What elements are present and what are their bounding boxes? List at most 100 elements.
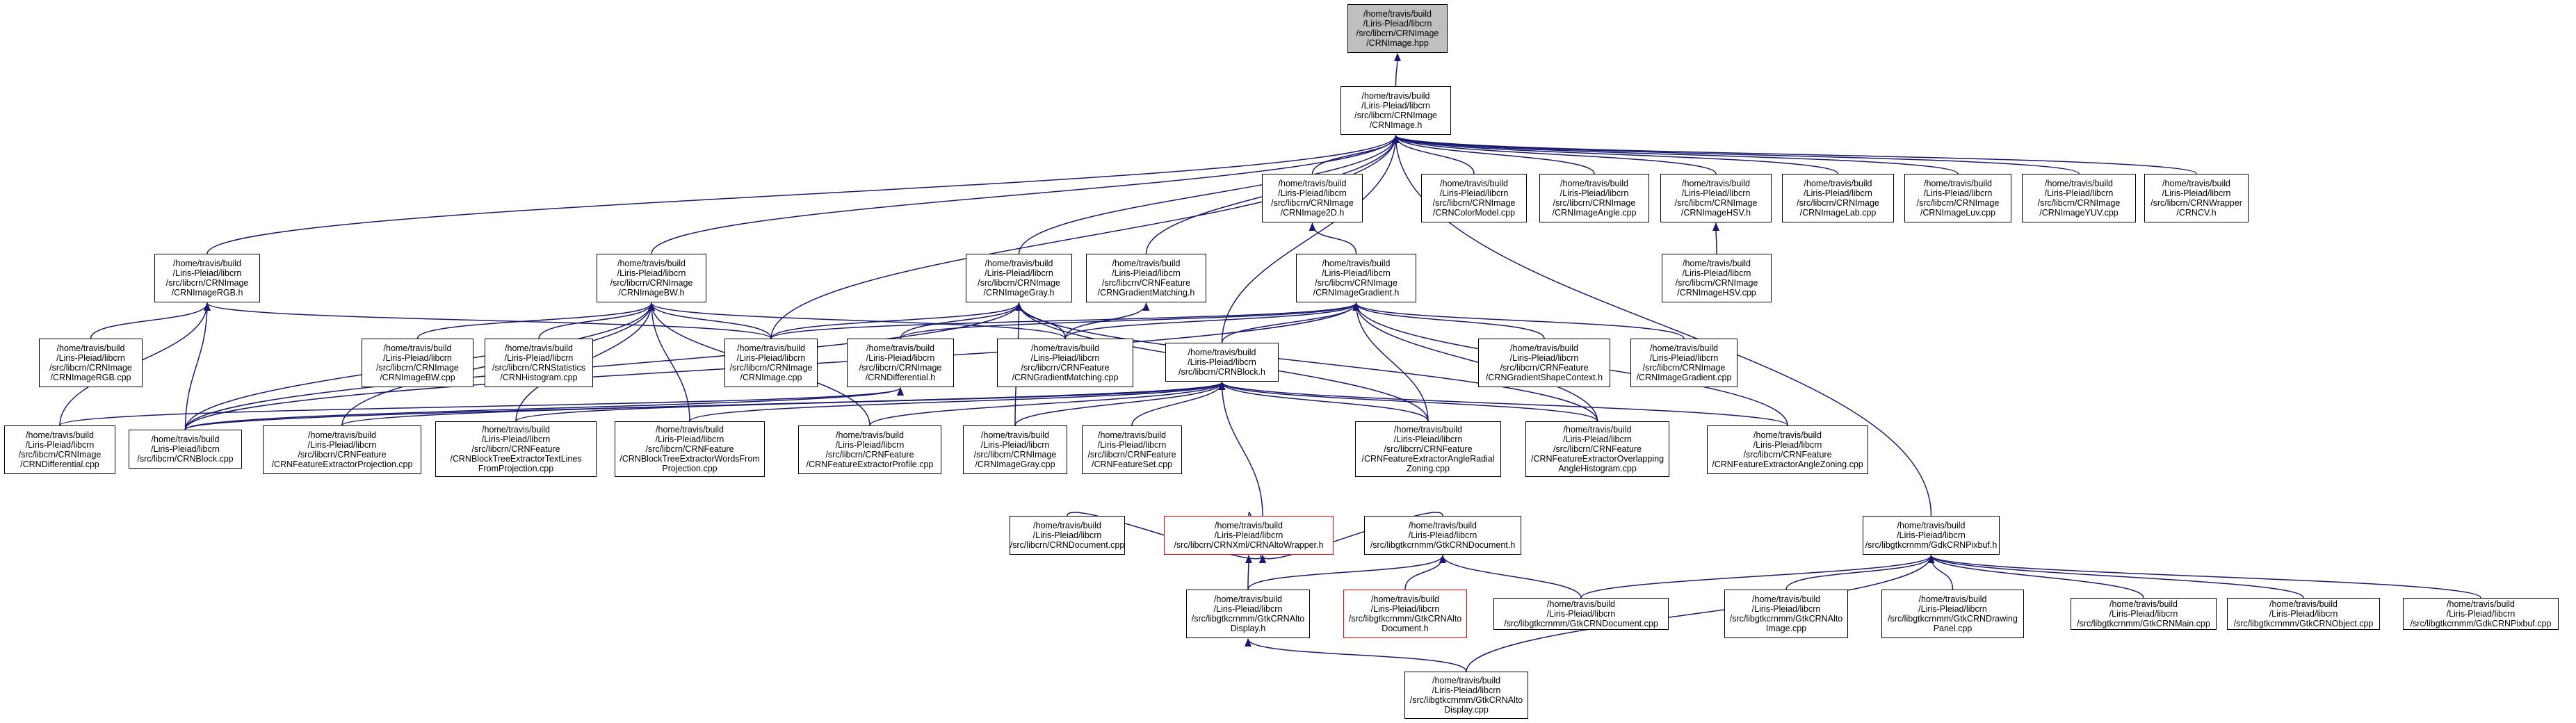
node-luv[interactable]: /home/travis/build/Liris-Pleiad/libcrn/s… xyxy=(1904,174,2011,222)
edge-imagecpp-to-rgbh xyxy=(204,302,772,339)
node-label-line: /src/libcrn/CRNImage xyxy=(2037,198,2121,208)
node-anglezoning[interactable]: /home/travis/build/Liris-Pleiad/libcrn/s… xyxy=(1707,425,1868,474)
node-label-line: /Liris-Pleiad/libcrn xyxy=(655,434,724,444)
node-label-line: /CRNFeatureExtractorAngleZoning.cpp xyxy=(1712,460,1863,469)
node-pixbufcpp[interactable]: /home/travis/build/Liris-Pleiad/libcrn/s… xyxy=(2403,598,2559,630)
node-label-line: /src/libcrn/CRNImage xyxy=(1797,198,1879,208)
node-blockcpp[interactable]: /home/travis/build/Liris-Pleiad/libcrn/s… xyxy=(129,430,242,469)
edge-blockcpp-to-grayh xyxy=(184,302,1023,430)
node-label-line: /src/libcrn/CRNImage xyxy=(1674,198,1758,208)
node-h[interactable]: /home/travis/build/Liris-Pleiad/libcrn/s… xyxy=(1340,86,1451,135)
node-radial[interactable]: /home/travis/build/Liris-Pleiad/libcrn/s… xyxy=(1355,421,1501,477)
node-textlines[interactable]: /home/travis/build/Liris-Pleiad/libcrn/s… xyxy=(435,421,597,477)
node-altodisph[interactable]: /home/travis/build/Liris-Pleiad/libcrn/s… xyxy=(1186,590,1310,638)
node-label-line: FromProjection.cpp xyxy=(478,464,554,473)
node-label-line: /src/libcrn/CRNImage xyxy=(165,278,249,288)
node-doccpp[interactable]: /home/travis/build/Liris-Pleiad/libcrn/s… xyxy=(1010,516,1125,555)
node-label-line: /src/libcrn/CRNFeature xyxy=(298,450,387,460)
node-label-line: /home/travis/build xyxy=(1924,179,1992,188)
node-label-line: /home/travis/build xyxy=(1560,179,1628,188)
node-bwcpp[interactable]: /home/travis/build/Liris-Pleiad/libcrn/s… xyxy=(362,339,473,387)
node-label-line: /CRNImageBW.cpp xyxy=(380,373,455,382)
node-altoimage[interactable]: /home/travis/build/Liris-Pleiad/libcrn/s… xyxy=(1724,590,1848,638)
node-featset[interactable]: /home/travis/build/Liris-Pleiad/libcrn/s… xyxy=(1082,425,1182,474)
node-label-line: /Liris-Pleiad/libcrn xyxy=(151,444,220,454)
node-gradmatchh[interactable]: /home/travis/build/Liris-Pleiad/libcrn/s… xyxy=(1086,254,1206,302)
node-hpp[interactable]: /home/travis/build/Liris-Pleiad/libcrn/s… xyxy=(1347,4,1448,53)
node-label-line: /src/libcrn/CRNImage xyxy=(1354,111,1437,120)
node-label-line: /home/travis/build xyxy=(1510,343,1578,353)
node-label-line: Display.h xyxy=(1230,624,1266,633)
node-altodoch[interactable]: /home/travis/build/Liris-Pleiad/libcrn/s… xyxy=(1343,590,1467,638)
node-grayh[interactable]: /home/travis/build/Liris-Pleiad/libcrn/s… xyxy=(966,254,1072,302)
node-label-line: /CRNFeatureExtractorProfile.cpp xyxy=(806,460,934,469)
node-angle[interactable]: /home/travis/build/Liris-Pleiad/libcrn/s… xyxy=(1539,174,1649,222)
edge-bwcpp-to-bwh xyxy=(416,302,655,339)
node-diffh[interactable]: /home/travis/build/Liris-Pleiad/libcrn/s… xyxy=(847,339,954,387)
node-imagecpp[interactable]: /home/travis/build/Liris-Pleiad/libcrn/s… xyxy=(724,339,818,387)
node-label-line: /Liris-Pleiad/libcrn xyxy=(56,353,125,363)
node-gtkmain[interactable]: /home/travis/build/Liris-Pleiad/libcrn/s… xyxy=(2071,598,2217,630)
node-rgbcpp[interactable]: /home/travis/build/Liris-Pleiad/libcrn/s… xyxy=(39,339,143,387)
node-label-line: /home/travis/build xyxy=(1112,259,1181,268)
node-gtkdoch[interactable]: /home/travis/build/Liris-Pleiad/libcrn/s… xyxy=(1364,516,1521,555)
edge-imagecpp-to-grayh xyxy=(770,302,1023,339)
node-hsvcpp[interactable]: /home/travis/build/Liris-Pleiad/libcrn/s… xyxy=(1662,254,1772,302)
node-gtkdoccpp[interactable]: /home/travis/build/Liris-Pleiad/libcrn/s… xyxy=(1493,598,1669,630)
edge-altodisph-to-gtkdoch xyxy=(1247,555,1446,590)
node-drawing[interactable]: /home/travis/build/Liris-Pleiad/libcrn/s… xyxy=(1881,590,2024,638)
node-label-line: /home/travis/build xyxy=(1753,430,1822,440)
node-colormodel[interactable]: /home/travis/build/Liris-Pleiad/libcrn/s… xyxy=(1421,174,1527,222)
node-overlap[interactable]: /home/travis/build/Liris-Pleiad/libcrn/s… xyxy=(1525,421,1669,477)
node-rgbh[interactable]: /home/travis/build/Liris-Pleiad/libcrn/s… xyxy=(154,254,260,302)
node-label-line: /src/libgtkcrnmm/GdkCRNPixbuf.h xyxy=(1865,540,1998,550)
node-label-line: /src/libcrn/CRNFeature xyxy=(645,444,734,454)
node-label-line: /home/travis/build xyxy=(1033,521,1101,530)
node-gradmatchcpp[interactable]: /home/travis/build/Liris-Pleiad/libcrn/s… xyxy=(997,339,1133,387)
node-label-line: /CRNColorModel.cpp xyxy=(1432,208,1516,218)
node-bwh[interactable]: /home/travis/build/Liris-Pleiad/libcrn/s… xyxy=(597,254,706,302)
node-label-line: /CRNImageGray.cpp xyxy=(975,460,1055,469)
node-label-line: /CRNImageYUV.cpp xyxy=(2039,208,2119,218)
node-label-line: /Liris-Pleiad/libcrn xyxy=(481,434,551,444)
node-altowrap[interactable]: /home/travis/build/Liris-Pleiad/libcrn/s… xyxy=(1164,516,1334,555)
node-label-line: /Liris-Pleiad/libcrn xyxy=(1370,604,1440,614)
node-lab[interactable]: /home/travis/build/Liris-Pleiad/libcrn/s… xyxy=(1782,174,1894,222)
node-words[interactable]: /home/travis/build/Liris-Pleiad/libcrn/s… xyxy=(615,421,765,477)
edge-luv-to-h xyxy=(1392,135,1959,174)
edge-graycpp-to-blockh xyxy=(1014,382,1226,426)
node-label-line: /home/travis/build xyxy=(2269,599,2338,609)
node-label-line: /home/travis/build xyxy=(866,343,934,353)
node-cv[interactable]: /home/travis/build/Liris-Pleiad/libcrn/s… xyxy=(2144,174,2249,222)
node-label-line: /src/libgtkcrnmm/GtkCRNAlto xyxy=(1729,614,1843,624)
node-label-line: /Liris-Pleiad/libcrn xyxy=(1563,434,1632,444)
node-label-line: /src/libcrn/CRNFeature xyxy=(1500,363,1589,373)
node-label-line: /home/travis/build xyxy=(985,259,1053,268)
edge-altoimage-to-pixbufh xyxy=(1785,555,1935,590)
node-altodispcpp[interactable]: /home/travis/build/Liris-Pleiad/libcrn/s… xyxy=(1404,672,1528,719)
node-label-line: /src/libgtkcrnmm/GtkCRNMain.cpp xyxy=(2077,619,2210,628)
node-label-line: /Liris-Pleiad/libcrn xyxy=(1439,188,1509,198)
node-label-line: AngleHistogram.cpp xyxy=(1558,464,1637,473)
edge-gradmatchcpp-to-gradh xyxy=(1064,302,1360,339)
node-gradcpp[interactable]: /home/travis/build/Liris-Pleiad/libcrn/s… xyxy=(1630,339,1737,387)
node-gtkobject[interactable]: /home/travis/build/Liris-Pleiad/libcrn/s… xyxy=(2227,598,2380,630)
edge-radial-to-blockh xyxy=(1218,382,1429,422)
node-blockh[interactable]: /home/travis/build/Liris-Pleiad/libcrn/s… xyxy=(1165,343,1279,382)
node-image2d[interactable]: /home/travis/build/Liris-Pleiad/libcrn/s… xyxy=(1262,174,1363,222)
node-shapectx[interactable]: /home/travis/build/Liris-Pleiad/libcrn/s… xyxy=(1478,339,1610,387)
node-histo[interactable]: /home/travis/build/Liris-Pleiad/libcrn/s… xyxy=(485,339,593,387)
node-label-line: /CRNFeatureExtractorProjection.cpp xyxy=(271,460,413,469)
node-diffcpp[interactable]: /home/travis/build/Liris-Pleiad/libcrn/s… xyxy=(4,425,115,474)
node-graycpp[interactable]: /home/travis/build/Liris-Pleiad/libcrn/s… xyxy=(963,425,1067,474)
node-profile[interactable]: /home/travis/build/Liris-Pleiad/libcrn/s… xyxy=(798,425,941,474)
edge-overlap-to-grayh xyxy=(1015,302,1598,422)
node-featproj[interactable]: /home/travis/build/Liris-Pleiad/libcrn/s… xyxy=(263,425,421,474)
edge-gtkdoccpp-to-pixbufh xyxy=(1580,555,1935,599)
node-pixbufh[interactable]: /home/travis/build/Liris-Pleiad/libcrn/s… xyxy=(1863,516,2000,555)
node-gradh[interactable]: /home/travis/build/Liris-Pleiad/libcrn/s… xyxy=(1296,254,1416,302)
node-hsvh[interactable]: /home/travis/build/Liris-Pleiad/libcrn/s… xyxy=(1660,174,1772,222)
node-yuv[interactable]: /home/travis/build/Liris-Pleiad/libcrn/s… xyxy=(2022,174,2136,222)
node-label-line: /Liris-Pleiad/libcrn xyxy=(1278,188,1347,198)
node-label-line: /Liris-Pleiad/libcrn xyxy=(383,353,452,363)
